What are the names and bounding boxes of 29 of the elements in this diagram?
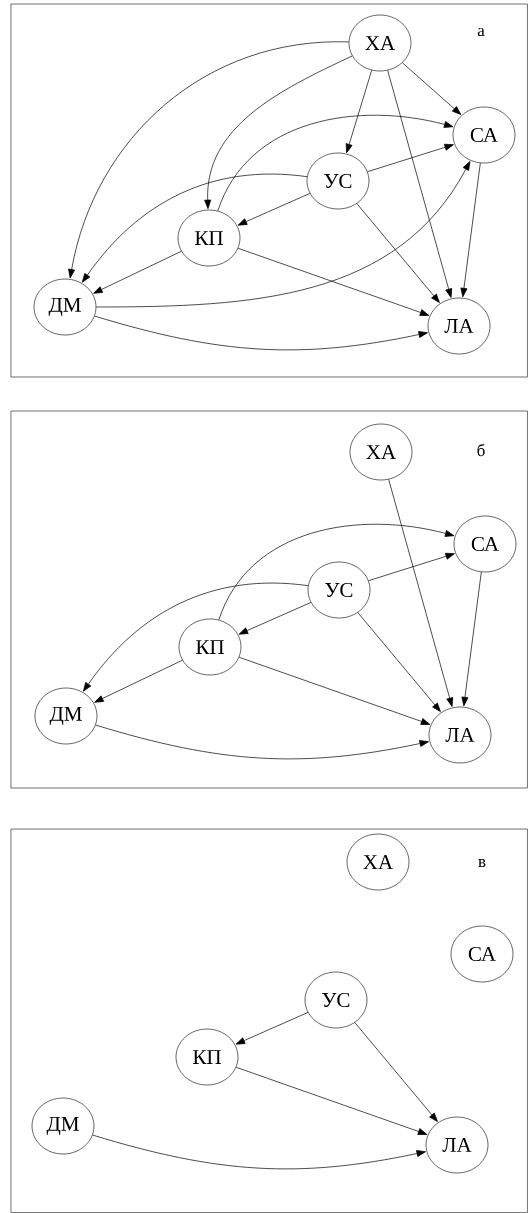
arrow xyxy=(238,602,312,635)
arrow xyxy=(204,55,353,209)
arrow xyxy=(94,315,428,351)
arrow xyxy=(83,582,309,692)
arrow xyxy=(387,70,453,298)
arrow xyxy=(94,659,183,703)
arrow xyxy=(367,143,454,173)
arrow xyxy=(356,203,440,303)
arrow xyxy=(238,656,431,725)
arrow xyxy=(388,479,454,707)
arrow xyxy=(235,1066,428,1135)
arrow xyxy=(357,612,441,712)
arrow xyxy=(92,1134,426,1170)
arrow xyxy=(460,162,481,298)
arrow xyxy=(218,523,455,621)
arrow xyxy=(368,552,455,582)
arrow xyxy=(461,571,482,707)
arrow xyxy=(95,724,429,760)
arrow xyxy=(354,1022,438,1122)
arrow xyxy=(82,173,308,283)
arrow xyxy=(237,247,430,316)
arrow xyxy=(95,161,471,308)
arrow xyxy=(217,114,454,212)
arrow xyxy=(237,193,311,226)
arrow xyxy=(235,1012,309,1045)
arrow xyxy=(402,62,462,115)
arrow xyxy=(93,250,182,294)
arrow xyxy=(68,41,350,279)
arrow xyxy=(345,69,373,154)
